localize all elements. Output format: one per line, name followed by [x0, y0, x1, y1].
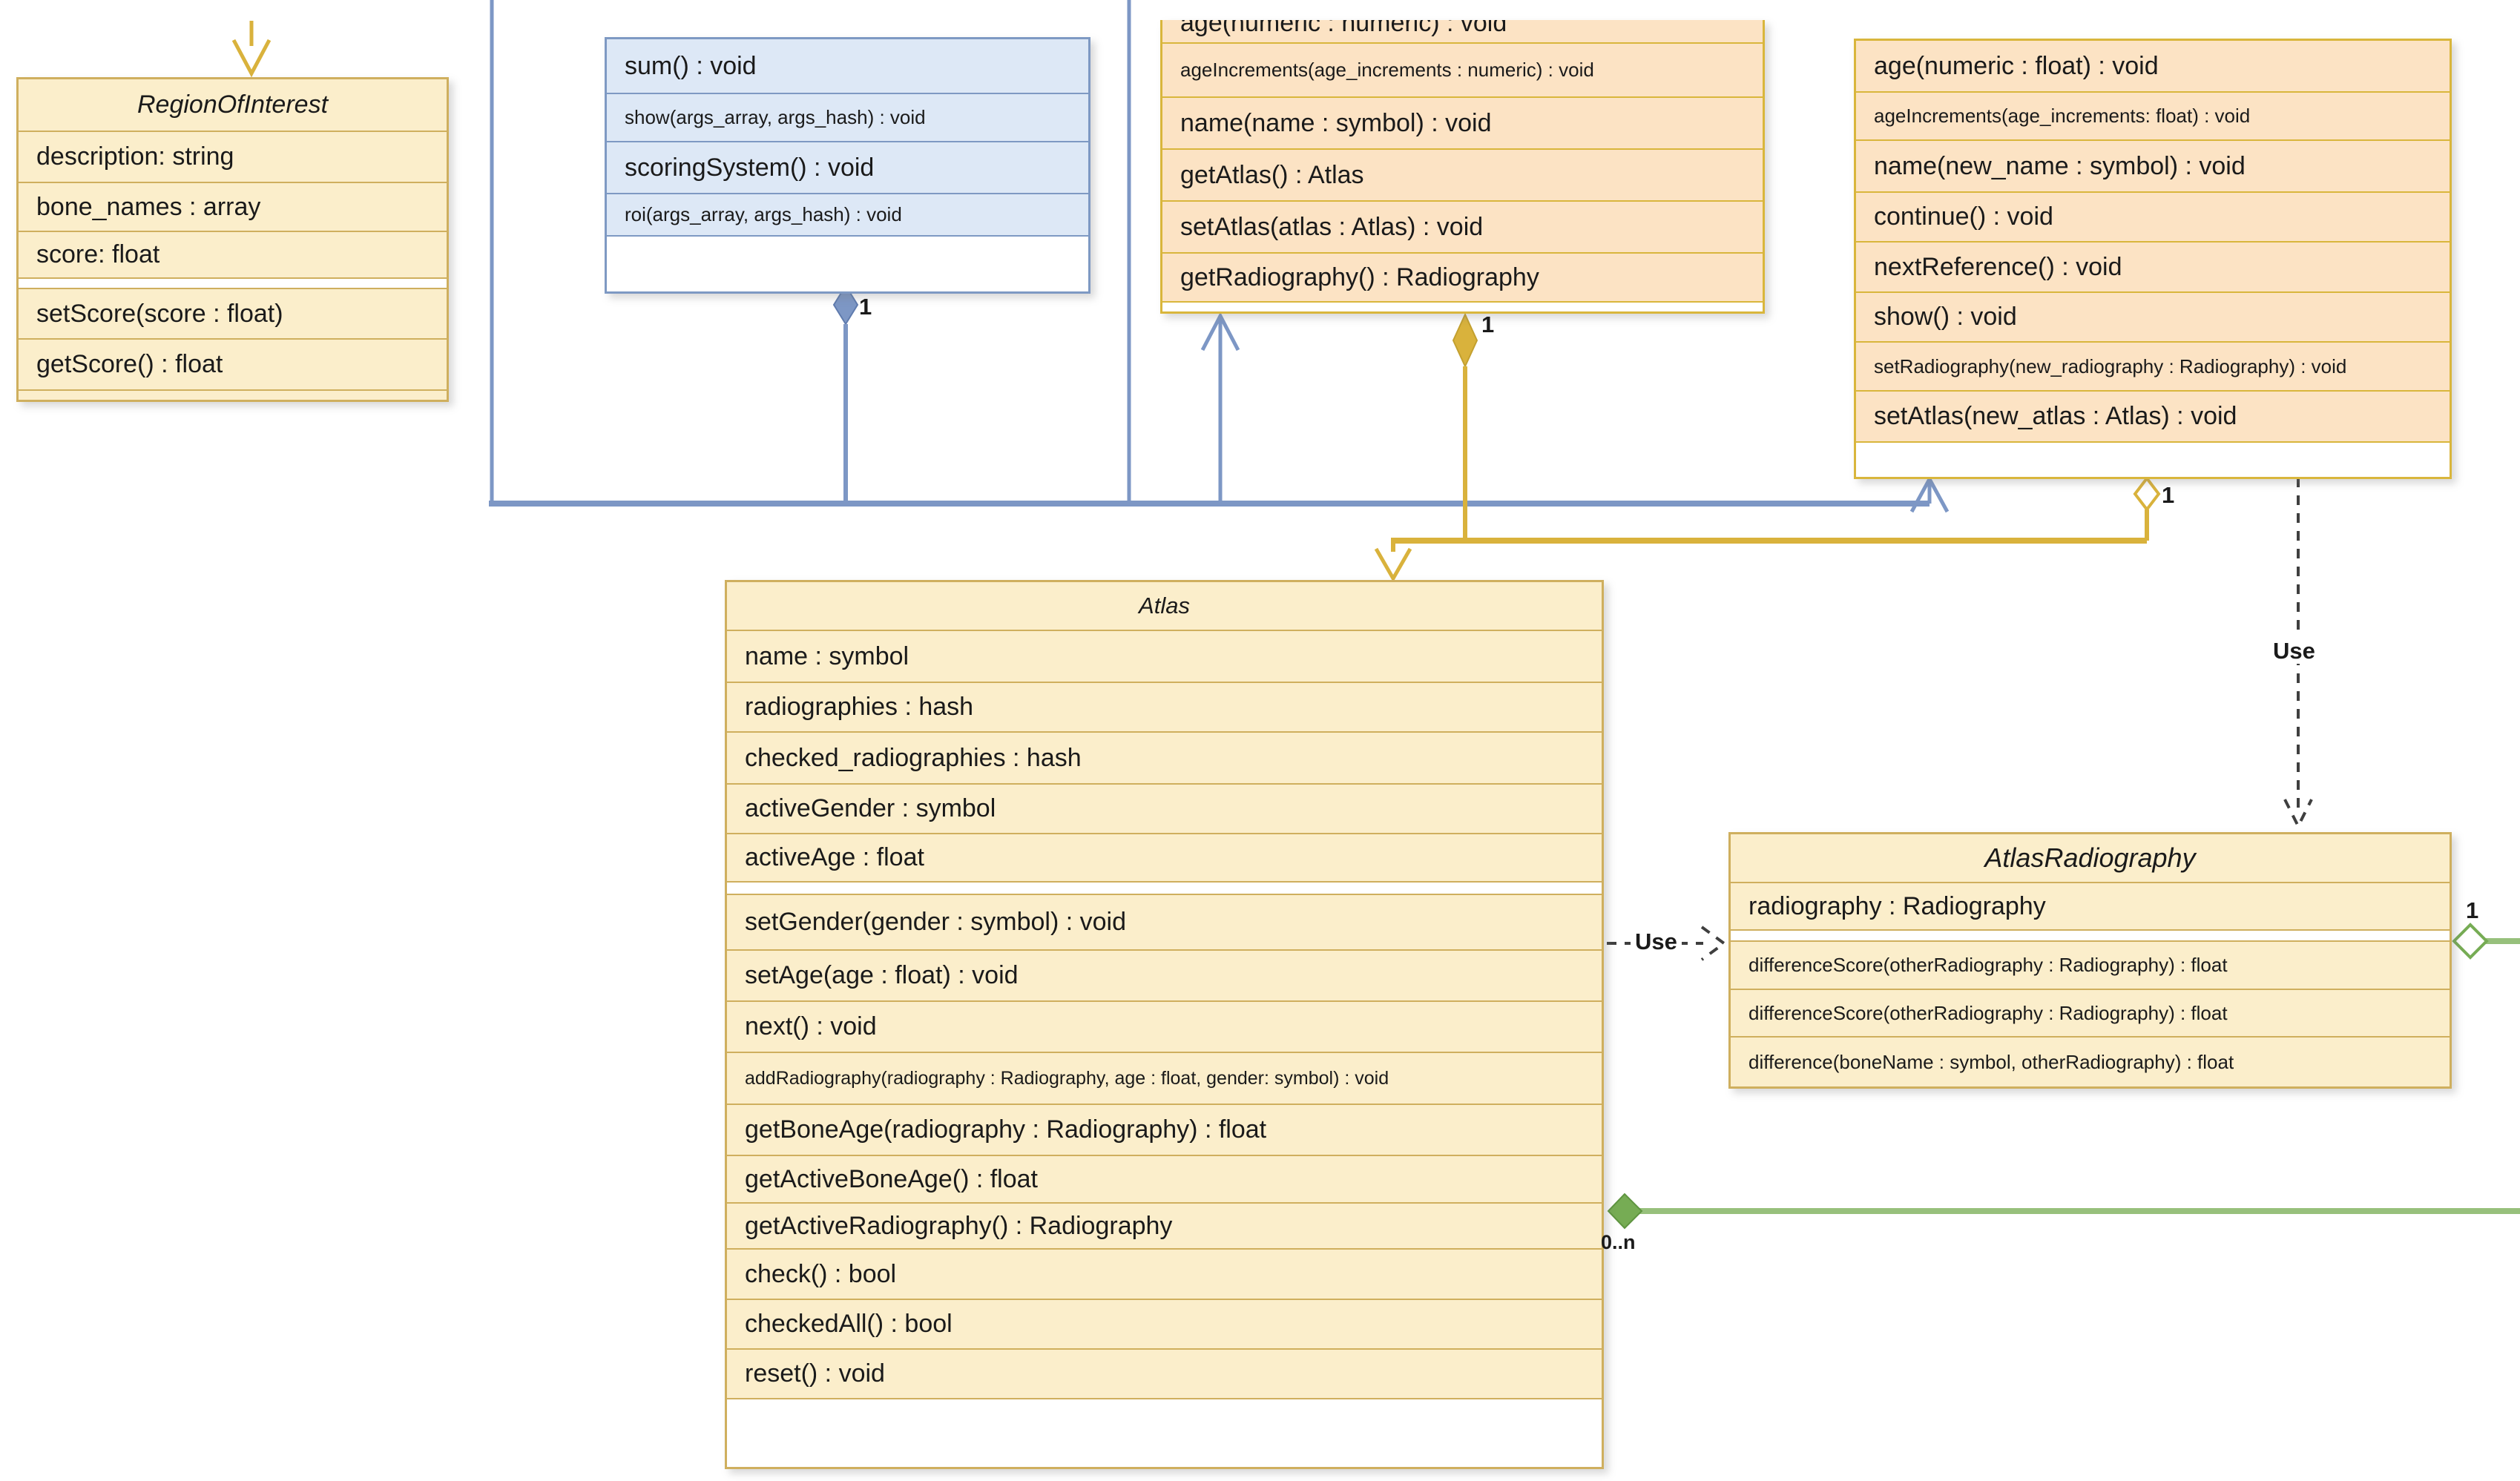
class-blue-cropped: sum() : void show(args_array, args_hash)…: [605, 37, 1090, 294]
blue-composition-diamond: [832, 284, 859, 504]
method-row: show() : void: [1856, 291, 2450, 341]
compartment-separator: [1731, 929, 2450, 942]
gold-composition-from-middle-class: [1452, 312, 1478, 541]
method-row: setAtlas(atlas : Atlas) : void: [1162, 200, 1763, 252]
method-row: roi(args_array, args_hash) : void: [607, 193, 1088, 235]
class-atlas: Atlas name : symbol radiographies : hash…: [725, 580, 1604, 1469]
class-title: Atlas: [1139, 593, 1190, 619]
empty-compartment: [1856, 441, 2450, 477]
bottom-strip: [19, 389, 447, 400]
compartment-separator: [19, 277, 447, 289]
method-row: differenceScore(otherRadiography : Radio…: [1731, 989, 2450, 1036]
attribute-row: name : symbol: [727, 630, 1602, 682]
class-region-of-interest: RegionOfInterest description: string bon…: [16, 77, 449, 402]
green-composition-atlas: [1607, 1193, 2520, 1230]
method-row: name(name : symbol) : void: [1162, 96, 1763, 148]
method-row: sum() : void: [625, 51, 757, 80]
attribute-row: activeGender : symbol: [727, 783, 1602, 833]
method-row: checkedAll() : bool: [727, 1299, 1602, 1348]
method-row: ageIncrements(age_increments: float) : v…: [1856, 91, 2450, 139]
method-row: setGender(gender : symbol) : void: [745, 908, 1127, 936]
method-row: getActiveRadiography() : Radiography: [727, 1202, 1602, 1248]
method-row: getBoneAge(radiography : Radiography) : …: [727, 1104, 1602, 1155]
method-row: setAtlas(new_atlas : Atlas) : void: [1856, 390, 2450, 441]
attribute-row: checked_radiographies : hash: [727, 731, 1602, 783]
class-orange-top-right: age(numeric : float) : void ageIncrement…: [1854, 39, 2452, 479]
gold-bus-to-atlas: [1374, 538, 2147, 583]
open-arrowhead-right-icon: [1700, 926, 1727, 961]
method-row: continue() : void: [1856, 191, 2450, 241]
compartment-separator: [727, 881, 1602, 895]
method-row: setAge(age : float) : void: [727, 949, 1602, 1000]
multiplicity-label: 1: [2466, 897, 2479, 923]
attribute-row: score: float: [19, 231, 447, 277]
gold-arrow-to-regionofinterest: [231, 21, 272, 78]
green-aggregation-atlasradiography: [2452, 923, 2520, 960]
method-row: next() : void: [727, 1000, 1602, 1052]
green-filled-diamond-icon: [1607, 1193, 1643, 1230]
blue-arrow-to-right-class: [1909, 475, 1950, 513]
multiplicity-label: 0..n: [1601, 1231, 1636, 1253]
open-arrowhead-up-icon: [1909, 475, 1950, 513]
method-row: differenceScore(otherRadiography : Radio…: [1748, 954, 2228, 976]
method-row: check() : bool: [727, 1248, 1602, 1299]
empty-compartment: [1162, 301, 1763, 311]
multiplicity-label: 1: [2162, 482, 2175, 508]
multiplicity-label: 1: [859, 294, 872, 320]
method-row: getScore() : float: [19, 338, 447, 389]
method-row: age(numeric : float) : void: [1874, 51, 2159, 80]
blue-generalization-bus: [489, 0, 1930, 507]
method-row: setScore(score : float): [36, 299, 283, 328]
method-row: name(new_name : symbol) : void: [1856, 139, 2450, 191]
use-dependency-label: Use: [1631, 928, 1682, 954]
method-row: getAtlas() : Atlas: [1162, 148, 1763, 200]
gold-hollow-diamond-icon: [2133, 475, 2161, 512]
class-orange-cropped-middle: age(numeric : numeric) : void ageIncreme…: [1160, 20, 1765, 314]
gold-filled-diamond-icon: [1452, 312, 1478, 369]
class-title: RegionOfInterest: [136, 90, 329, 119]
open-arrowhead-down-icon: [1374, 547, 1412, 583]
use-dependency-horizontal: [1607, 926, 1727, 961]
attribute-row: bone_names : array: [19, 182, 447, 231]
method-row: difference(boneName : symbol, otherRadio…: [1731, 1036, 2450, 1086]
method-row: getActiveBoneAge() : float: [727, 1155, 1602, 1202]
class-title: AtlasRadiography: [1984, 842, 2196, 873]
attribute-row: activeAge : float: [727, 833, 1602, 881]
green-hollow-diamond-icon: [2452, 923, 2489, 960]
method-row: setRadiography(new_radiography : Radiogr…: [1856, 341, 2450, 390]
attribute-row: description: string: [19, 131, 447, 182]
method-row: reset() : void: [727, 1348, 1602, 1398]
class-atlas-radiography: AtlasRadiography radiography : Radiograp…: [1728, 832, 2452, 1089]
blue-arrow-to-middle-class: [1200, 311, 1240, 504]
empty-compartment: [727, 1398, 1602, 1467]
open-arrowhead-down-icon: [231, 39, 272, 78]
use-dependency-label: Use: [2269, 638, 2320, 664]
multiplicity-label: 1: [1481, 311, 1495, 337]
attribute-row: radiographies : hash: [727, 682, 1602, 731]
method-row: addRadiography(radiography : Radiography…: [727, 1052, 1602, 1104]
method-row: getRadiography() : Radiography: [1162, 252, 1763, 301]
method-row: ageIncrements(age_increments : numeric) …: [1162, 42, 1763, 96]
method-row: nextReference() : void: [1856, 241, 2450, 291]
method-row-cropped: age(numeric : numeric) : void: [1180, 20, 1507, 37]
empty-compartment: [607, 235, 1088, 291]
method-row: scoringSystem() : void: [607, 141, 1088, 193]
method-row: show(args_array, args_hash) : void: [607, 93, 1088, 141]
open-arrowhead-up-icon: [1200, 311, 1240, 352]
attribute-row: radiography : Radiography: [1731, 882, 2450, 929]
gold-aggregation-from-right-class: [2133, 475, 2161, 541]
